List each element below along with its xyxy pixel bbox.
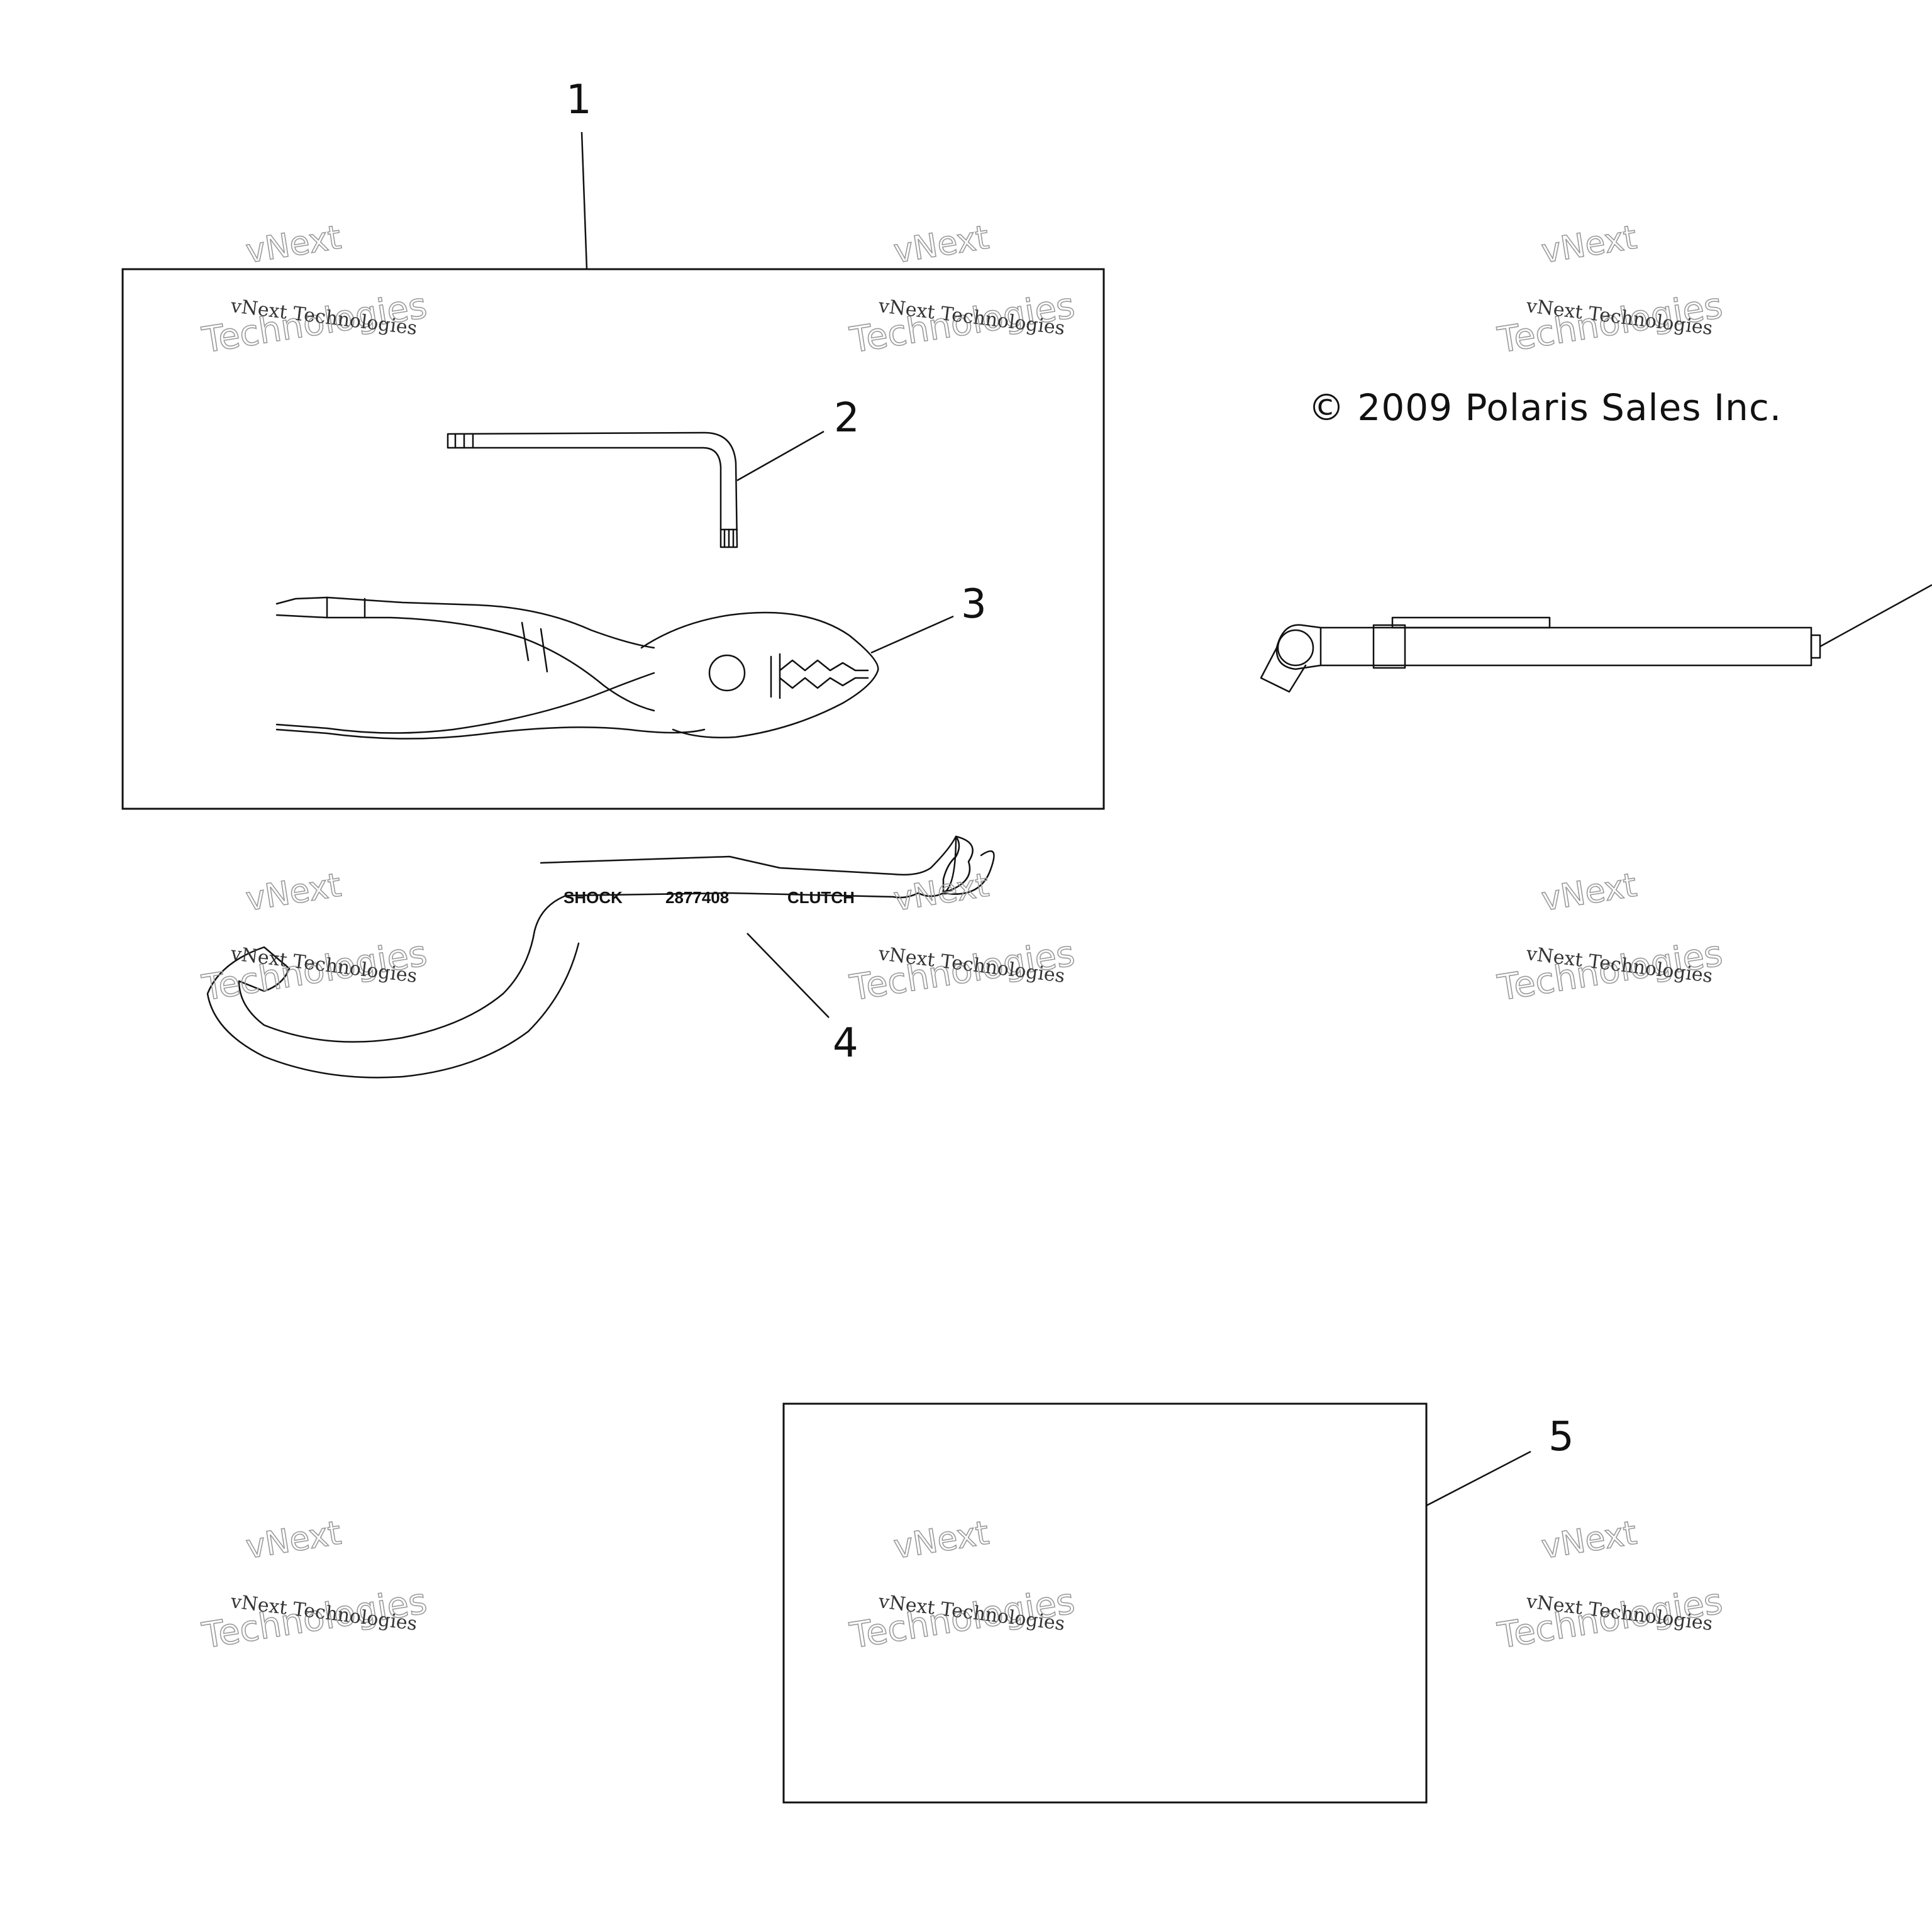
spanner-wrench-drawing [206,835,995,1079]
hex-key-drawing [447,431,738,548]
svg-text:vNext: vNext [891,219,991,271]
wrench-stamp-shock: SHOCK [564,888,623,907]
wrench-stamp-part-number: 2877408 [665,888,729,907]
watermark-2: vNext Technologies vNext Technologies [847,218,1078,362]
copyright-notice: © 2009 Polaris Sales Inc. [1308,386,1782,429]
watermark-8: vNext Technologies vNext Technologies [847,1514,1078,1657]
watermark-1: vNext Technologies vNext Technologies [199,218,430,362]
callout-4[interactable]: 4 [833,1020,858,1067]
svg-text:vNext: vNext [243,1514,343,1567]
callout-5[interactable]: 5 [1548,1414,1574,1460]
svg-text:vNext: vNext [243,219,343,271]
watermark-5: vNext Technologies vNext Technologies [847,866,1078,1009]
callout-2[interactable]: 2 [834,395,860,441]
tool-kit-frame [121,268,1105,810]
pliers-drawing [275,596,879,740]
svg-text:vNext: vNext [1539,867,1639,919]
leader-line-2 [736,430,824,482]
callout-1[interactable]: 1 [566,77,592,123]
leader-line-4 [747,933,830,1018]
svg-text:vNext: vNext [1539,1514,1639,1567]
wrench-stamp-clutch: CLUTCH [787,888,855,907]
tire-gauge-leader-line [1819,584,1932,648]
svg-text:vNext: vNext [243,867,343,919]
leader-line-5 [1426,1450,1531,1507]
callout-3[interactable]: 3 [961,581,987,628]
svg-text:vNext: vNext [1539,219,1639,271]
watermark-4: vNext Technologies vNext Technologies [199,866,430,1009]
watermark-7: vNext Technologies vNext Technologies [199,1514,430,1657]
manual-frame [782,1402,1428,1804]
watermark-3: vNext Technologies vNext Technologies [1494,218,1726,362]
watermark-9: vNext Technologies vNext Technologies [1494,1514,1726,1657]
leader-line-1 [580,131,588,270]
tire-gauge-drawing [1260,616,1821,693]
svg-text:vNext: vNext [891,1514,991,1567]
watermark-6: vNext Technologies vNext Technologies [1494,866,1726,1009]
leader-line-3 [870,615,954,654]
